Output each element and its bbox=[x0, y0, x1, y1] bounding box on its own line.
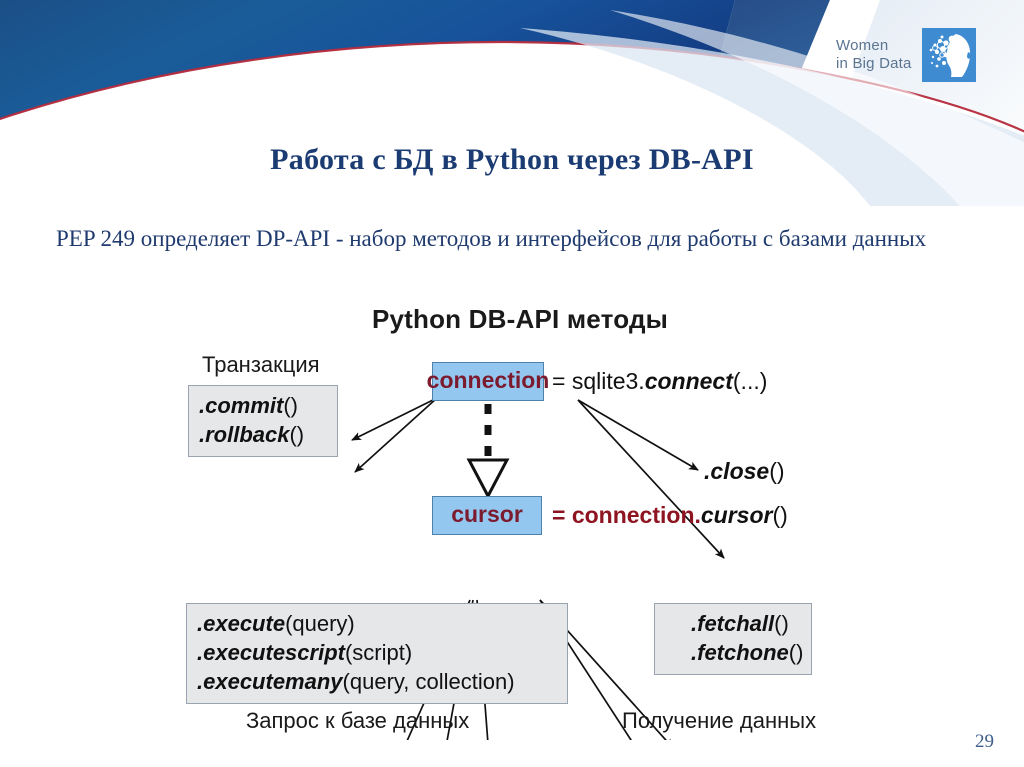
method-fetchall: .fetchall() bbox=[665, 609, 801, 638]
header-banner: 1001010110010110101 0110100110100101101 … bbox=[0, 0, 1024, 206]
node-cursor-label: cursor bbox=[451, 501, 523, 527]
method-commit-name: .commit bbox=[199, 393, 284, 418]
method-rollback: .rollback() bbox=[199, 420, 327, 449]
diagram-title: Python DB-API методы bbox=[371, 304, 669, 334]
close-expression: .close() bbox=[704, 458, 785, 485]
cursor-expr-method: cursor bbox=[700, 502, 773, 528]
method-rollback-name: .rollback bbox=[199, 422, 290, 447]
head-profile-bigdata-icon bbox=[921, 28, 976, 82]
connection-expr-method: connect bbox=[644, 368, 733, 394]
connection-expr-eq: = sqlite3. bbox=[552, 368, 645, 394]
node-cursor[interactable]: cursor bbox=[432, 496, 542, 535]
method-commit-args: () bbox=[283, 393, 299, 418]
method-fetchall-args: () bbox=[774, 611, 789, 636]
page-title: Работа с БД в Python через DB-API bbox=[270, 143, 754, 176]
fetch-box[interactable]: .fetchall() .fetchone() bbox=[654, 603, 812, 675]
method-execute-args: (query) bbox=[285, 611, 355, 636]
brand-logo-line1: Women bbox=[836, 37, 889, 54]
page-number: 29 bbox=[975, 731, 994, 752]
db-api-diagram: Python DB-API методы bbox=[170, 300, 870, 740]
query-caption: Запрос к базе данных bbox=[246, 708, 470, 733]
connection-expr-args: (...) bbox=[732, 368, 768, 394]
transaction-caption: Транзакция bbox=[202, 352, 320, 377]
method-fetchall-name: .fetchall bbox=[691, 611, 775, 636]
method-fetchone: .fetchone() bbox=[665, 638, 804, 667]
realization-connector bbox=[466, 404, 510, 500]
method-fetchone-args: () bbox=[788, 640, 804, 665]
node-connection[interactable]: connection bbox=[427, 362, 549, 401]
method-executemany-name: .executemany bbox=[197, 669, 343, 694]
cursor-expression: = connection.cursor() bbox=[552, 502, 788, 529]
method-fetchone-name: .fetchone bbox=[691, 640, 789, 665]
method-execute-name: .execute bbox=[197, 611, 286, 636]
query-box[interactable]: .execute(query) .executescript(script) .… bbox=[186, 603, 568, 704]
method-executescript: .executescript(script) bbox=[197, 638, 557, 667]
slide-body-text: PEP 249 определяет DP-API - набор методо… bbox=[56, 226, 927, 251]
brand-logo-line2: in Big Data bbox=[836, 55, 912, 72]
method-close-name: .close bbox=[704, 458, 770, 484]
method-executemany: .executemany(query, collection) bbox=[197, 667, 557, 696]
method-executescript-args: (script) bbox=[344, 640, 413, 665]
connection-expression: = sqlite3.connect(...) bbox=[552, 368, 767, 395]
cursor-expr-eq: = connection. bbox=[552, 502, 701, 528]
fetch-caption: Получение данных bbox=[622, 708, 817, 733]
method-executemany-args: (query, collection) bbox=[342, 669, 515, 694]
method-commit: .commit() bbox=[199, 391, 327, 420]
method-close-args: () bbox=[769, 458, 785, 484]
method-execute: .execute(query) bbox=[197, 609, 557, 638]
transaction-box[interactable]: .commit() .rollback() bbox=[188, 385, 338, 457]
method-executescript-name: .executescript bbox=[197, 640, 345, 665]
node-connection-label: connection bbox=[426, 367, 550, 393]
banner-graphic: 1001010110010110101 0110100110100101101 … bbox=[0, 0, 1024, 206]
method-rollback-args: () bbox=[289, 422, 305, 447]
cursor-expr-args: () bbox=[772, 502, 788, 528]
